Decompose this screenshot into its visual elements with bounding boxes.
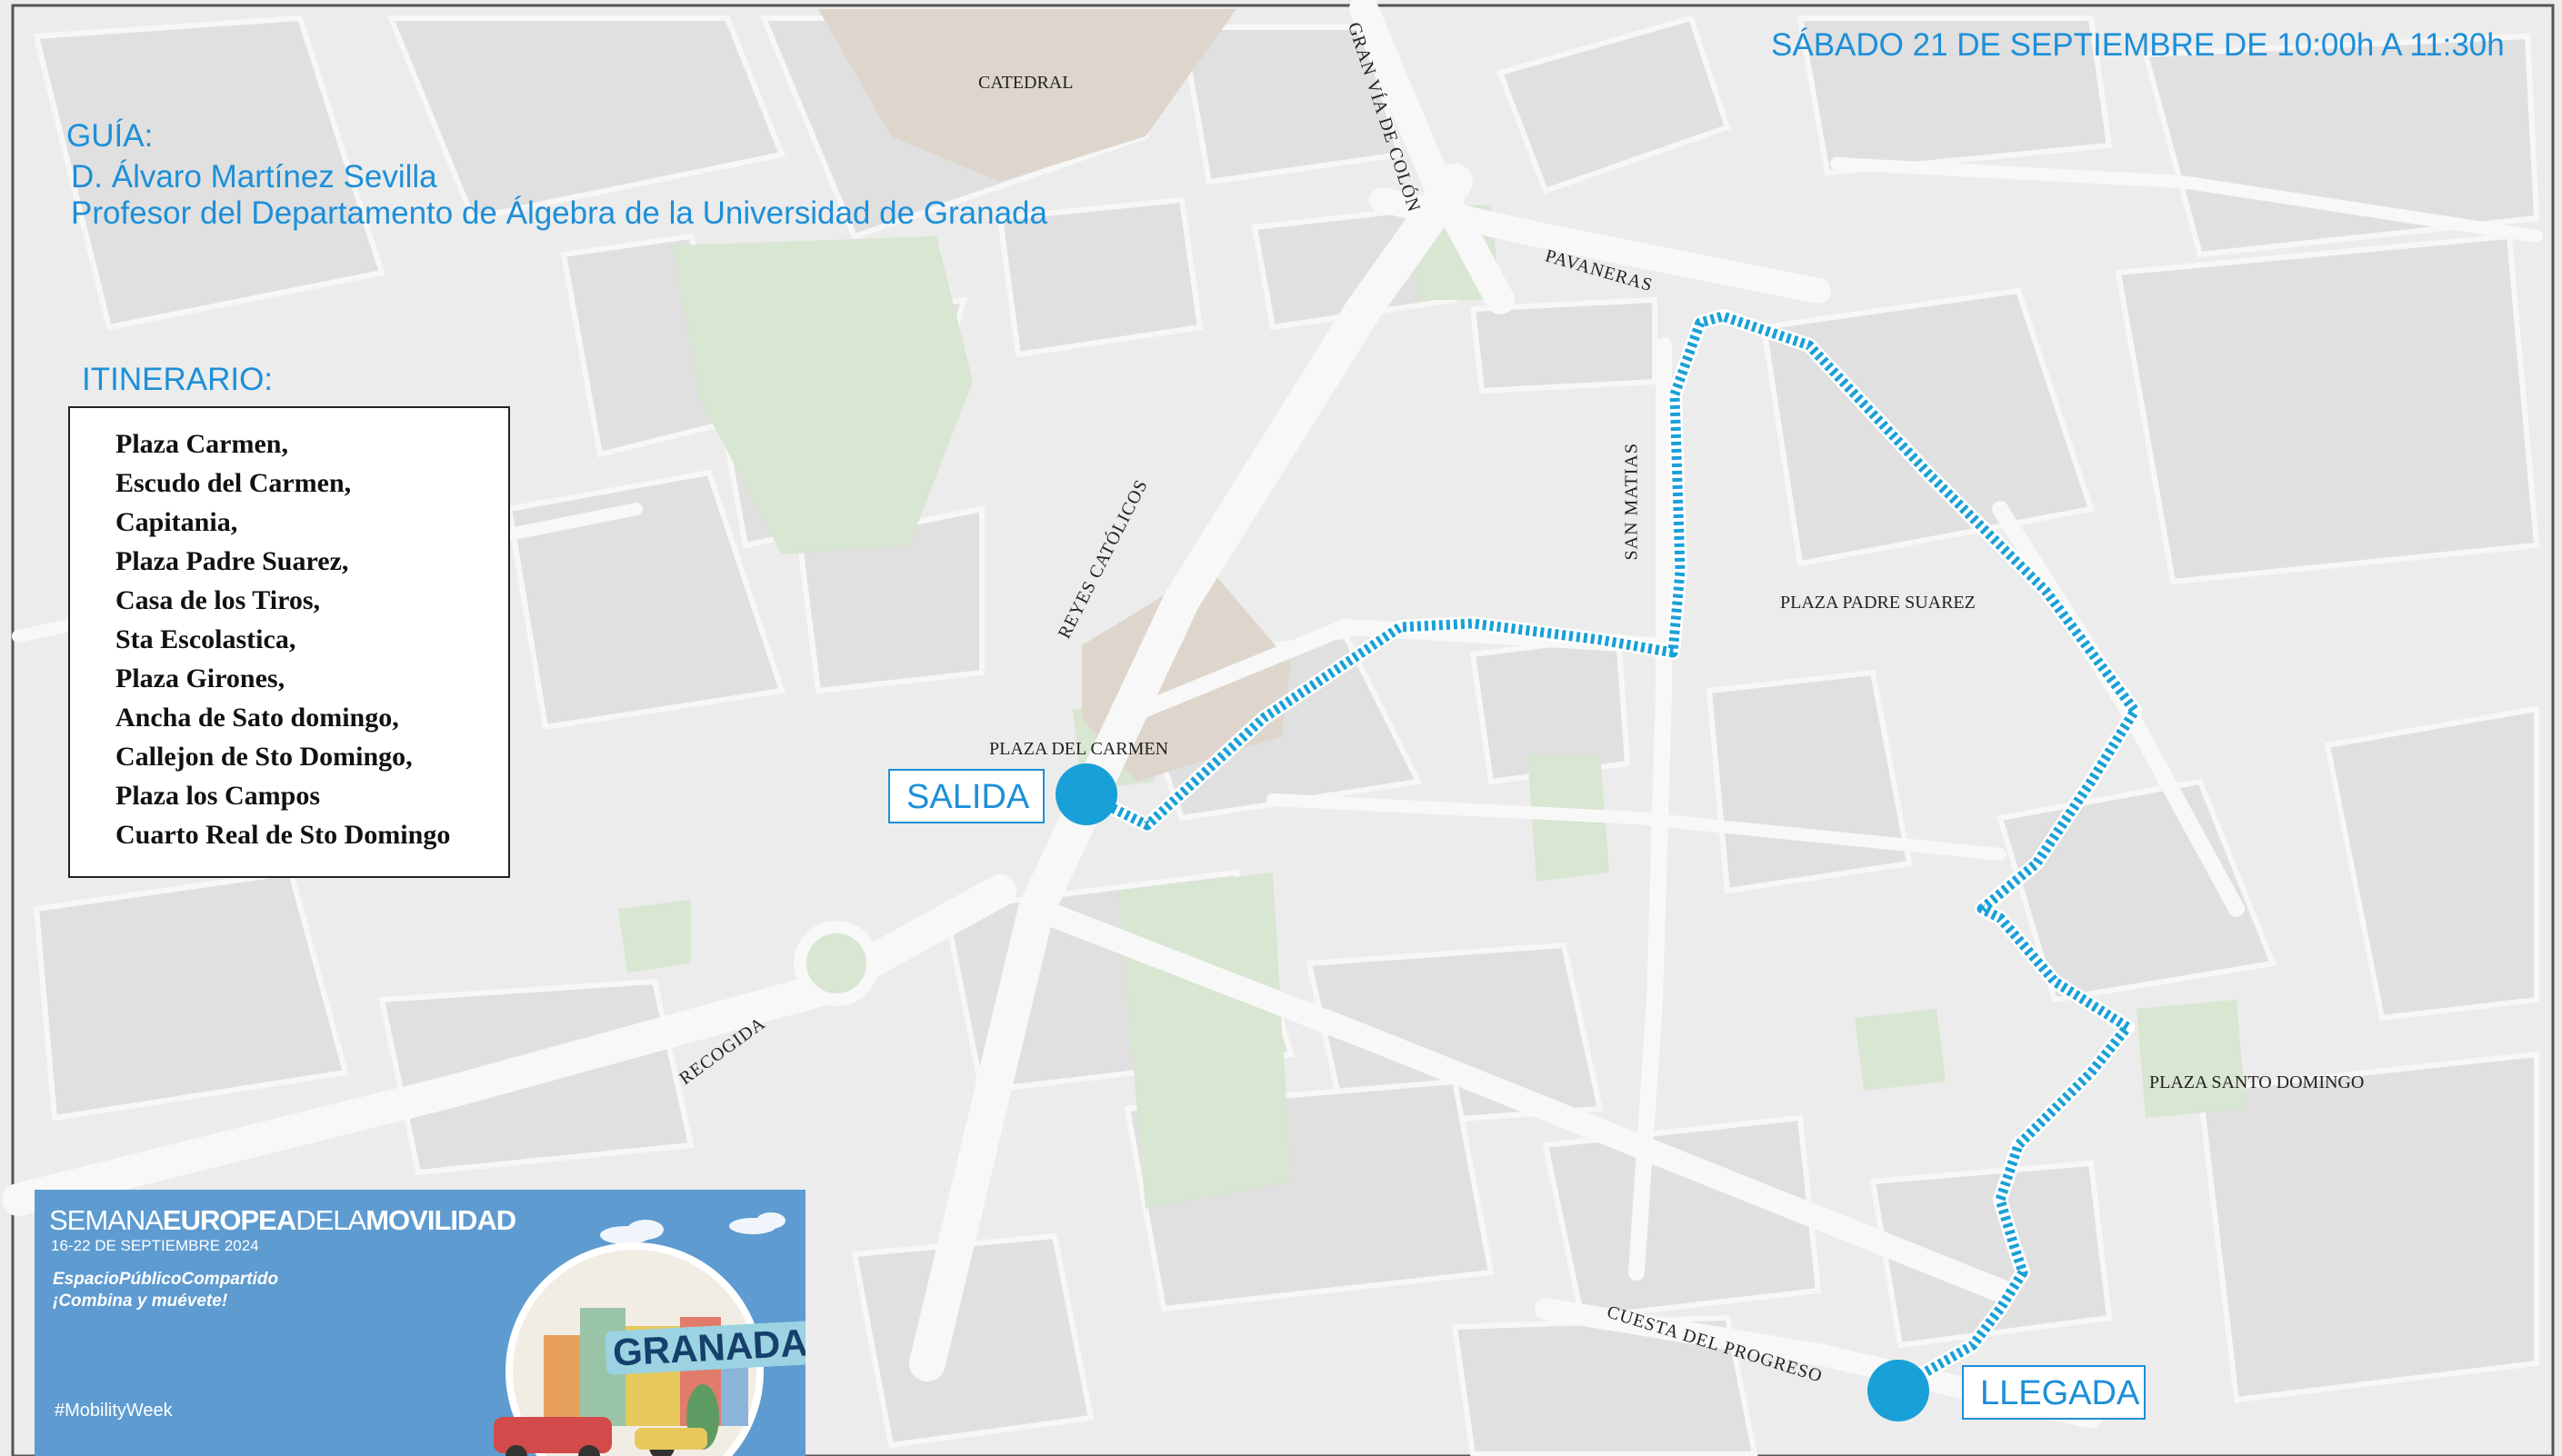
- itinerary-stop: Capitania,: [115, 507, 238, 537]
- itinerary-stop: Casa de los Tiros,: [115, 585, 321, 615]
- guide-name: D. Álvaro Martínez Sevilla: [71, 159, 437, 194]
- street-label-san-matias: SAN MATIAS: [1621, 443, 1642, 561]
- walking-route: [1084, 311, 2140, 1394]
- guide-role: Profesor del Departamento de Álgebra de …: [71, 195, 1047, 231]
- banner-title: SEMANAEUROPEADELAMOVILIDAD: [49, 1204, 516, 1236]
- banner-hashtag: #MobilityWeek: [55, 1401, 173, 1421]
- itinerary-heading: ITINERARIO:: [82, 362, 274, 397]
- itinerary-stop: Plaza Carmen,: [115, 429, 288, 459]
- mobility-week-banner: SEMANAEUROPEADELAMOVILIDAD 16-22 DE SEPT…: [35, 1190, 806, 1456]
- start-marker[interactable]: [1056, 763, 1117, 825]
- start-label: SALIDA: [888, 769, 1045, 823]
- end-label: LLEGADA: [1962, 1365, 2146, 1420]
- place-label-plaza-santo-domingo: PLAZA SANTO DOMINGO: [2149, 1072, 2365, 1092]
- itinerary-stop: Plaza los Campos: [115, 781, 320, 811]
- end-marker[interactable]: [1867, 1360, 1929, 1421]
- itinerary-stop: Callejon de Sto Domingo,: [115, 742, 413, 772]
- schedule-text: SÁBADO 21 DE SEPTIEMBRE DE 10:00h A 11:3…: [1771, 27, 2505, 63]
- place-label-catedral: CATEDRAL: [978, 73, 1074, 93]
- itinerary-stop: Cuarto Real de Sto Domingo: [115, 820, 451, 850]
- itinerary-stop: Plaza Padre Suarez,: [115, 546, 349, 576]
- place-label-plaza-padre-suarez: PLAZA PADRE SUAREZ: [1780, 593, 1976, 613]
- itinerary-list: Plaza Carmen, Escudo del Carmen, Capitan…: [70, 408, 508, 854]
- itinerary-stop: Escudo del Carmen,: [115, 468, 352, 498]
- banner-slogan-line1: EspacioPúblicoCompartido: [53, 1270, 279, 1289]
- banner-illustration: [494, 1212, 786, 1456]
- banner-dates: 16-22 DE SEPTIEMBRE 2024: [51, 1237, 259, 1254]
- itinerary-stop: Sta Escolastica,: [115, 624, 296, 654]
- itinerary-box: Plaza Carmen, Escudo del Carmen, Capitan…: [68, 406, 510, 878]
- place-label-plaza-carmen: PLAZA DEL CARMEN: [989, 739, 1169, 759]
- guide-heading: GUÍA:: [66, 118, 154, 154]
- itinerary-stop: Ancha de Sato domingo,: [115, 703, 399, 733]
- banner-slogan-line2: ¡Combina y muévete!: [53, 1291, 228, 1311]
- itinerary-stop: Plaza Girones,: [115, 663, 285, 693]
